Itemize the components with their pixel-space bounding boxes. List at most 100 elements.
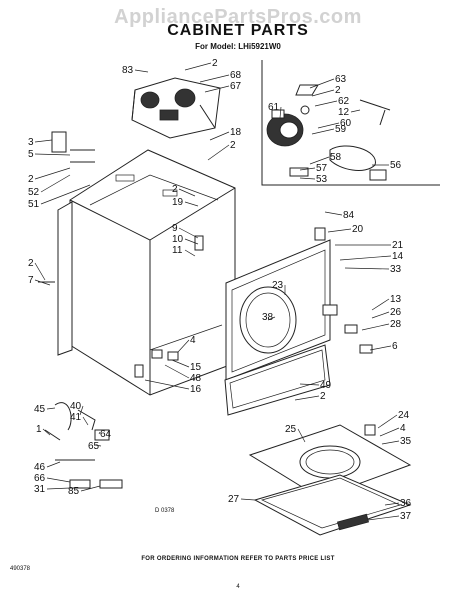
callout-28: 28 xyxy=(390,319,402,330)
leader-line-26 xyxy=(371,311,390,319)
diagram-code: D 0378 xyxy=(155,508,175,514)
leader-line-48 xyxy=(164,364,190,379)
callout-66: 66 xyxy=(34,473,46,484)
leader-line-15 xyxy=(171,359,190,368)
callout-62: 62 xyxy=(338,96,350,107)
leader-line-13 xyxy=(371,298,390,311)
callout-46: 46 xyxy=(34,462,46,473)
callout-49: 49 xyxy=(320,380,332,391)
leader-line-18 xyxy=(209,131,230,141)
callout-53: 53 xyxy=(316,174,328,185)
callout-11: 11 xyxy=(172,245,183,256)
callout-labels: 8326867632621260596158575356352525121821… xyxy=(28,58,412,522)
leader-line-67 xyxy=(204,85,230,93)
leader-line-46 xyxy=(46,461,61,468)
leader-line-37 xyxy=(367,515,400,521)
leader-line-20 xyxy=(327,228,352,233)
leader-line-5 xyxy=(34,153,71,156)
leader-line-11 xyxy=(184,249,196,257)
callout-84: 84 xyxy=(343,210,355,221)
leader-line-9 xyxy=(178,227,199,239)
leader-line-83 xyxy=(134,69,149,73)
callout-2: 2 xyxy=(212,58,218,69)
leader-line-35 xyxy=(381,440,400,445)
callout-52: 52 xyxy=(28,187,40,198)
cabinet-shell xyxy=(57,149,236,396)
callout-41: 41 xyxy=(70,412,82,423)
callout-2: 2 xyxy=(320,391,326,402)
leader-line-36 xyxy=(384,502,400,506)
document-code: 490378 xyxy=(10,566,31,572)
leader-line-58 xyxy=(309,156,330,165)
leader-line-63 xyxy=(309,78,335,89)
callout-65: 65 xyxy=(88,441,100,452)
leader-line-10 xyxy=(184,238,199,245)
callout-56: 56 xyxy=(390,160,402,171)
callout-48: 48 xyxy=(190,373,202,384)
leader-line-4 xyxy=(379,427,400,437)
leader-line-25 xyxy=(297,428,306,443)
callout-15: 15 xyxy=(190,362,202,373)
model-subtitle: For Model: LHi5921W0 xyxy=(195,42,281,51)
callout-21: 21 xyxy=(392,240,404,251)
callout-35: 35 xyxy=(400,436,412,447)
callout-2: 2 xyxy=(230,140,236,151)
leader-line-45 xyxy=(46,407,56,410)
leader-line-84 xyxy=(324,211,343,216)
leader-line-68 xyxy=(199,74,230,83)
callout-51: 51 xyxy=(28,199,40,210)
callout-45: 45 xyxy=(34,404,46,415)
callout-38: 38 xyxy=(262,312,274,323)
callout-4: 4 xyxy=(190,335,196,346)
leader-line-51 xyxy=(40,184,91,205)
leader-line-49 xyxy=(299,383,320,386)
callout-24: 24 xyxy=(398,410,410,421)
callout-63: 63 xyxy=(335,74,347,85)
leader-line-65 xyxy=(94,444,102,447)
callout-37: 37 xyxy=(400,511,412,522)
leader-line-60 xyxy=(317,122,340,129)
callout-10: 10 xyxy=(172,234,184,245)
leader-line-27 xyxy=(240,498,256,501)
callout-5: 5 xyxy=(28,149,34,160)
leader-line-85 xyxy=(80,485,101,492)
callout-2: 2 xyxy=(335,85,341,96)
callout-2: 2 xyxy=(28,258,34,269)
callout-13: 13 xyxy=(390,294,402,305)
leader-line-38 xyxy=(267,316,276,321)
leader-line-64 xyxy=(98,431,101,435)
callout-2: 2 xyxy=(172,184,178,195)
callout-7: 7 xyxy=(28,275,34,286)
callout-60: 60 xyxy=(340,118,352,129)
leader-line-40 xyxy=(79,405,84,416)
callout-68: 68 xyxy=(230,70,242,81)
callout-83: 83 xyxy=(122,65,134,76)
leader-line-53 xyxy=(299,177,316,180)
leader-line-16 xyxy=(144,379,190,390)
leader-line-3 xyxy=(34,139,53,143)
ordering-note: FOR ORDERING INFORMATION REFER TO PARTS … xyxy=(141,556,335,562)
callout-23: 23 xyxy=(272,280,284,291)
watermark: AppliancePartsPros.com xyxy=(114,6,362,28)
drive-parts xyxy=(261,60,440,186)
leader-lines xyxy=(34,62,400,521)
leader-line-14 xyxy=(339,255,392,261)
leader-line-2 xyxy=(184,62,212,71)
callout-25: 25 xyxy=(285,424,297,435)
callout-27: 27 xyxy=(228,494,240,505)
leader-line-62 xyxy=(314,100,338,107)
leader-line-57 xyxy=(299,167,316,171)
leader-line-2 xyxy=(207,144,230,161)
leader-line-2 xyxy=(178,188,196,197)
callout-3: 3 xyxy=(28,137,34,148)
callout-58: 58 xyxy=(330,152,342,163)
callout-61: 61 xyxy=(268,102,280,113)
callout-9: 9 xyxy=(172,223,178,234)
callout-19: 19 xyxy=(172,197,184,208)
leader-line-52 xyxy=(40,174,71,193)
leader-line-66 xyxy=(46,477,71,483)
leader-line-59 xyxy=(311,128,335,135)
page-title: CABINET PARTS xyxy=(167,22,309,39)
